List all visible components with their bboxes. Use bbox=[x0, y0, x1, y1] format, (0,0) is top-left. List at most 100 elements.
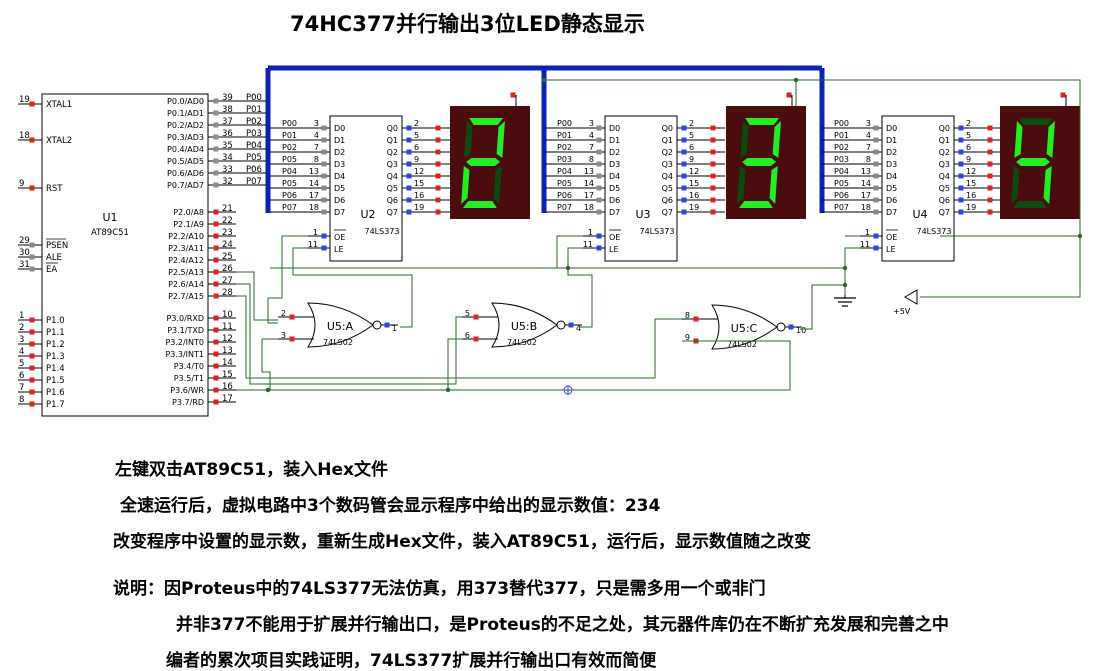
u1-pin-marker bbox=[213, 182, 219, 188]
latch-output-pin: 12 bbox=[966, 167, 976, 176]
latch-ctrl-label: OE bbox=[886, 233, 897, 242]
u1-pin-number: 29 bbox=[19, 236, 30, 246]
latch-output-marker bbox=[710, 161, 716, 167]
latch-input-marker bbox=[596, 173, 602, 179]
latch-input-net: P05 bbox=[282, 179, 297, 188]
wire-gate-b-to-u3-le bbox=[567, 247, 593, 328]
latch-input-marker bbox=[321, 161, 327, 167]
latch-ctrl-pin: 1 bbox=[588, 228, 593, 237]
latch-output-marker bbox=[435, 161, 441, 167]
latch-output-label: Q7 bbox=[387, 208, 398, 217]
latch-output-marker bbox=[406, 161, 412, 167]
latch-output-label: Q1 bbox=[939, 136, 950, 145]
gate-part: 74LS02 bbox=[323, 338, 353, 347]
latch-input-marker bbox=[873, 197, 879, 203]
latch-output-marker bbox=[710, 173, 716, 179]
latch-input-net: P07 bbox=[557, 203, 572, 212]
latch-output-label: Q5 bbox=[662, 184, 673, 193]
display-segment bbox=[769, 166, 778, 204]
u1-pin-number: 1 bbox=[19, 311, 24, 321]
latch-ref: U4 bbox=[912, 208, 927, 221]
latch-ctrl-label: OE bbox=[334, 233, 345, 242]
note-2: 全速运行后，虚拟电路中3个数码管会显示程序中给出的显示数值：234 bbox=[120, 496, 661, 516]
u1-pin-number: 38 bbox=[222, 105, 233, 115]
latch-part: 74LS373 bbox=[365, 227, 400, 236]
latch-output-marker bbox=[435, 197, 441, 203]
u1-pin-number: 25 bbox=[222, 252, 233, 262]
u1-net-label: P04 bbox=[246, 141, 262, 151]
gate-output-pin: 1 bbox=[392, 324, 397, 333]
note-3: 改变程序中设置的显示数，重新生成Hex文件，装入AT89C51，运行后，显示数值… bbox=[113, 532, 811, 552]
u1-pin-number: 21 bbox=[222, 204, 233, 214]
latch-output-label: Q6 bbox=[662, 196, 673, 205]
latch-output-pin: 6 bbox=[966, 143, 971, 152]
u1-pin-number: 19 bbox=[19, 95, 30, 105]
u1-pin-label: P1.2 bbox=[46, 340, 65, 350]
latch-output-label: Q5 bbox=[387, 184, 398, 193]
latch-output-marker bbox=[435, 137, 441, 143]
latch-input-net: P00 bbox=[834, 119, 849, 128]
latch-input-pin: 14 bbox=[861, 179, 871, 188]
latch-output-marker bbox=[958, 197, 964, 203]
u1-pin-marker bbox=[213, 134, 219, 140]
u1-net-label: P01 bbox=[246, 105, 262, 115]
latch-input-label: D1 bbox=[886, 136, 897, 145]
latch-output-pin: 19 bbox=[689, 203, 699, 212]
u1-pin-label: P1.3 bbox=[46, 352, 65, 362]
latch-ctrl-marker bbox=[596, 233, 602, 239]
display-segment bbox=[745, 118, 780, 125]
latch-output-marker bbox=[681, 173, 687, 179]
gate-output-pin: 10 bbox=[796, 326, 806, 335]
latch-input-net: P06 bbox=[557, 191, 572, 200]
latch-output-pin: 9 bbox=[414, 155, 419, 164]
u1-net-label: P00 bbox=[246, 93, 262, 103]
u1-pin-label: P2.2/A10 bbox=[168, 232, 204, 241]
latch-output-label: Q2 bbox=[939, 148, 950, 157]
u1-pin-label: P0.2/AD2 bbox=[167, 121, 204, 130]
note-1: 左键双击AT89C51，装入Hex文件 bbox=[115, 460, 388, 480]
latch-body bbox=[329, 115, 403, 262]
u1-pin-label: P0.3/AD3 bbox=[167, 133, 204, 142]
latch-output-label: Q6 bbox=[939, 196, 950, 205]
u1-pin-marker bbox=[29, 101, 35, 107]
u1-pin-label: P3.2/INT0 bbox=[165, 338, 204, 347]
latch-output-marker bbox=[435, 149, 441, 155]
latch-input-net: P07 bbox=[834, 203, 849, 212]
latch-output-marker bbox=[681, 209, 687, 215]
display-segment bbox=[1012, 201, 1047, 208]
u1-pin-label: P0.1/AD1 bbox=[167, 109, 204, 118]
latch-output-label: Q1 bbox=[662, 136, 673, 145]
latch-output-marker bbox=[987, 185, 993, 191]
u1-pin-marker bbox=[213, 98, 219, 104]
latch-input-marker bbox=[321, 137, 327, 143]
u1-pin-number: 36 bbox=[222, 129, 233, 139]
junction-dot bbox=[842, 282, 848, 288]
latch-input-pin: 14 bbox=[309, 179, 319, 188]
gate-input-marker bbox=[289, 336, 295, 342]
u1-pin-label: P0.5/AD5 bbox=[167, 157, 204, 166]
u1-pin-number: 14 bbox=[222, 358, 233, 368]
note-5: 并非377不能用于扩展并行输出口，是Proteus的不足之处，其元器件库仍在不断… bbox=[176, 615, 949, 635]
wire-p26-to-gate-b bbox=[236, 283, 462, 385]
latch-input-marker bbox=[596, 125, 602, 131]
latch-output-marker bbox=[710, 149, 716, 155]
junction-dot bbox=[445, 387, 451, 393]
latch-input-pin: 8 bbox=[866, 155, 871, 164]
gate-ref: U5:B bbox=[511, 320, 537, 333]
latch-output-marker bbox=[681, 185, 687, 191]
gate-input-pin: 8 bbox=[685, 311, 690, 320]
latch-output-pin: 5 bbox=[966, 131, 971, 140]
gate-output-marker bbox=[568, 322, 574, 328]
latch-input-label: D2 bbox=[886, 148, 897, 157]
latch-output-marker bbox=[406, 137, 412, 143]
u1-pin-marker bbox=[29, 242, 35, 248]
latch-output-pin: 5 bbox=[414, 131, 419, 140]
wire-u2-oe bbox=[267, 235, 308, 324]
latch-input-net: P02 bbox=[834, 143, 849, 152]
u1-pin-label: P3.4/T0 bbox=[174, 362, 204, 371]
u1-pin-number: 18 bbox=[19, 131, 30, 141]
latch-input-label: D3 bbox=[609, 160, 620, 169]
latch-ctrl-pin: 1 bbox=[313, 228, 318, 237]
u1-pin-marker bbox=[213, 269, 219, 275]
